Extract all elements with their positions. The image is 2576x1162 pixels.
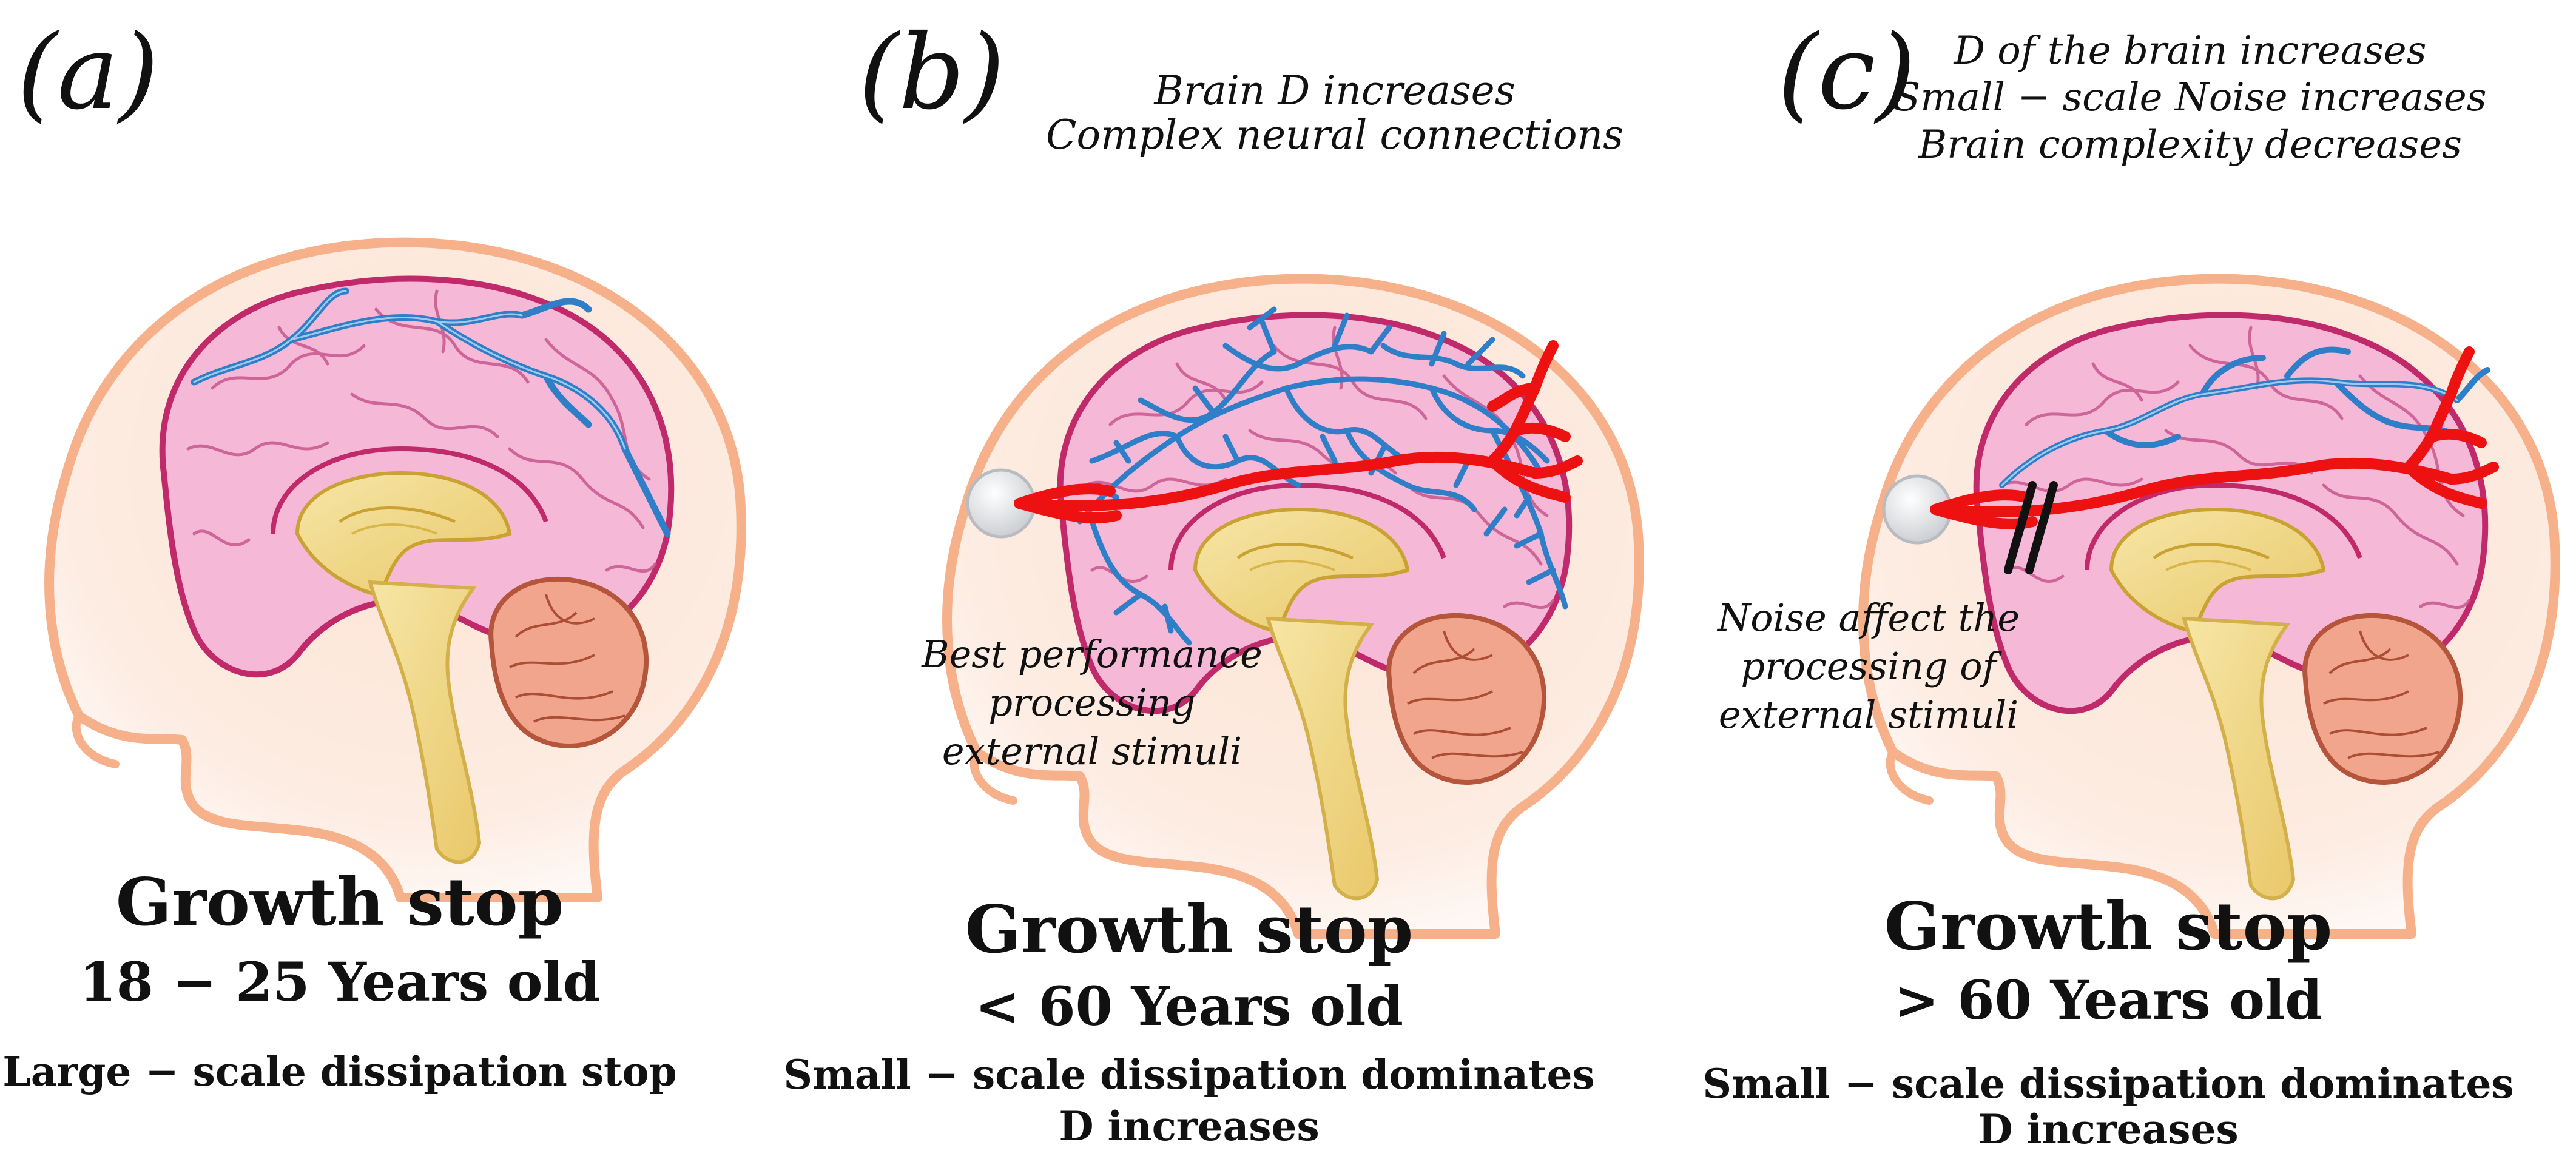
top-note-1: D of the brain increases <box>1954 29 2427 73</box>
age-range: > 60 Years old <box>1894 969 2322 1032</box>
panel-label: (b) <box>858 13 1005 133</box>
caption-line-1: Small − scale dissipation dominates <box>783 1051 1594 1098</box>
caption-line-1: Large − scale dissipation stop <box>2 1048 676 1095</box>
caption-line-2: D increases <box>1978 1106 2238 1153</box>
caption-line-1: Small − scale dissipation dominates <box>1702 1060 2514 1107</box>
side-note-3: external stimuli <box>942 729 1242 773</box>
brain-head-illustration <box>947 279 1639 934</box>
side-note-1: Noise affect the <box>1716 596 2020 640</box>
panel-title: Growth stop <box>1884 888 2332 965</box>
side-note-2: processing <box>988 680 1195 725</box>
side-note-1: Best performance <box>921 632 1263 676</box>
panel-b: (b) Brain D increases Complex neural con… <box>783 13 1639 1150</box>
brain-head-illustration <box>1863 279 2555 934</box>
panel-title: Growth stop <box>965 892 1413 968</box>
red-pathway <box>1014 340 1583 523</box>
panel-title: Growth stop <box>116 864 564 941</box>
panel-c: (c) D of the brain increases Small − sca… <box>1702 13 2555 1153</box>
side-note-3: external stimuli <box>1719 693 2018 737</box>
panel-label: (c) <box>1778 13 1916 133</box>
brain-head-illustration <box>49 243 741 898</box>
top-note-2: Small − scale Noise increases <box>1893 75 2486 120</box>
top-note-3: Brain complexity decreases <box>1918 123 2462 167</box>
caption-line-2: D increases <box>1059 1103 1319 1150</box>
top-note-1: Brain D increases <box>1153 67 1515 114</box>
panel-label: (a) <box>17 13 159 133</box>
top-note-2: Complex neural connections <box>1046 112 1623 158</box>
age-range: 18 − 25 Years old <box>79 950 601 1013</box>
age-range: < 60 Years old <box>975 975 1403 1038</box>
side-note-2: processing of <box>1741 644 2002 688</box>
panel-a: (a) Growth stop 18 − 25 Years old Large … <box>2 13 741 1095</box>
break-mark-icon <box>2004 481 2058 574</box>
